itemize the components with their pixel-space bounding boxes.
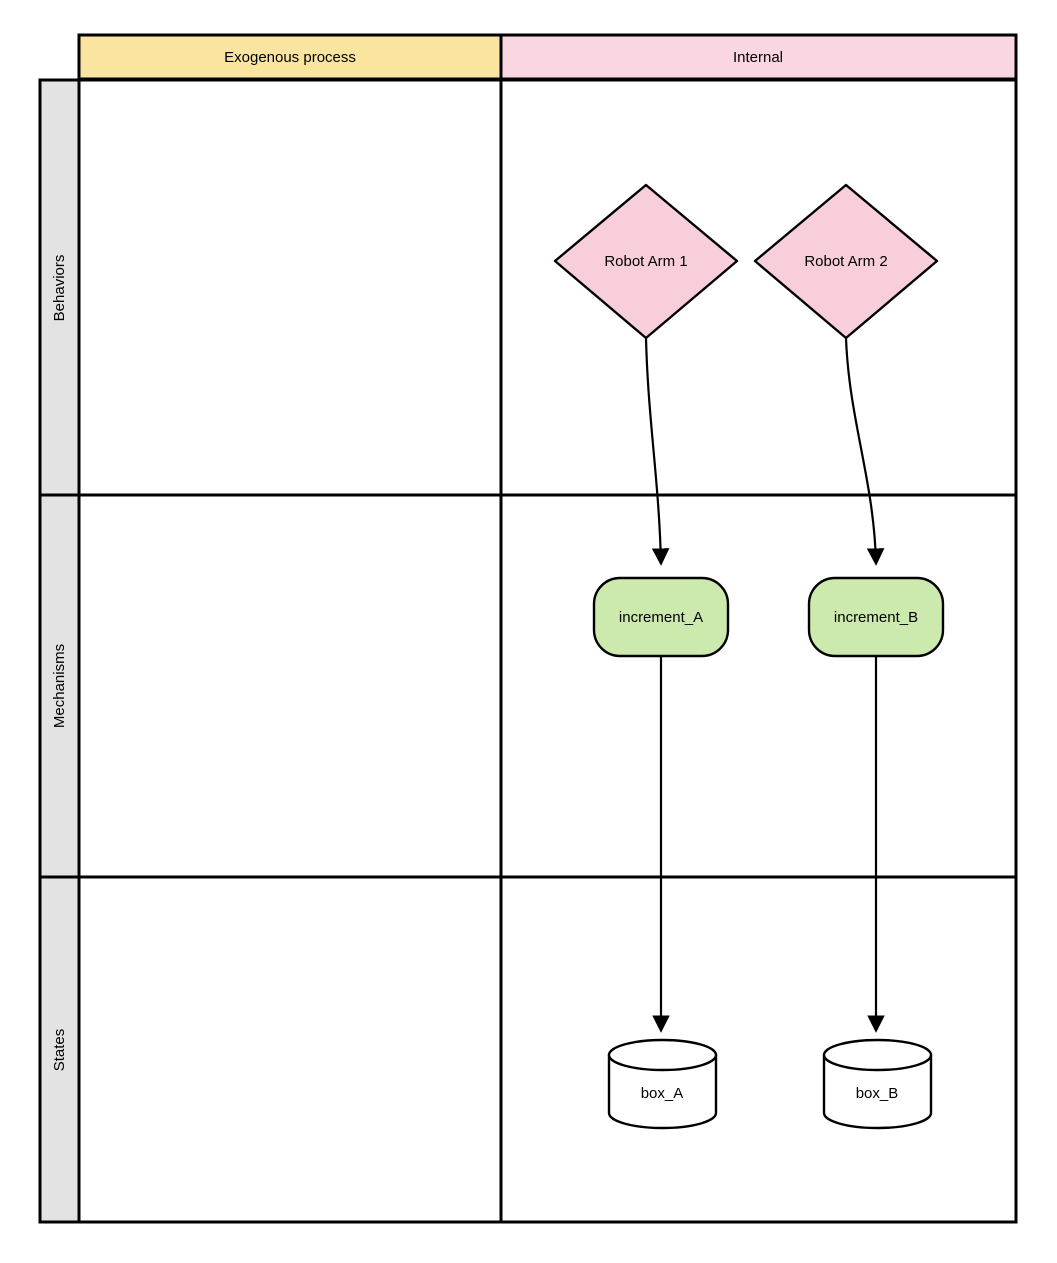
node-increment-b[interactable]: increment_B	[807, 576, 945, 658]
increment-a-rounded-rect-shape[interactable]	[592, 576, 730, 658]
node-box-a[interactable]: box_A	[607, 1038, 718, 1130]
cell-mechanisms-internal[interactable]	[501, 495, 1016, 877]
row-label-column: Behaviors Mechanisms States	[38, 78, 81, 1224]
increment-b-label: increment_B	[834, 609, 918, 626]
node-robot-arm-1[interactable]: Robot Arm 1	[553, 183, 739, 340]
row-label-behaviors-label: Behaviors	[51, 255, 68, 322]
robot-arm-2-label: Robot Arm 2	[804, 253, 887, 270]
lane-header-exogenous[interactable]	[77, 33, 503, 81]
robot-arm-1-diamond-shape[interactable]	[553, 183, 739, 340]
lane-header-row: Exogenous process Internal	[77, 33, 1018, 81]
increment-a-label: increment_A	[619, 609, 703, 626]
box-a-cylinder-body[interactable]	[607, 1053, 718, 1130]
row-label-mechanisms-label: Mechanisms	[51, 644, 68, 728]
box-a-cylinder-top[interactable]	[607, 1038, 718, 1072]
node-increment-a[interactable]: increment_A	[592, 576, 730, 658]
lane-header-internal-label: Internal	[733, 49, 783, 66]
robot-arm-1-label: Robot Arm 1	[604, 253, 687, 270]
row-label-states[interactable]	[38, 875, 81, 1224]
grid-outer-border	[77, 78, 1018, 1224]
cell-behaviors-exogenous[interactable]	[79, 80, 501, 495]
box-b-label: box_B	[856, 1085, 899, 1102]
lane-header-exogenous-label: Exogenous process	[224, 49, 356, 66]
edge-robot-arm-2-to-increment-b	[844, 337, 885, 566]
robot-arm-2-diamond-shape[interactable]	[753, 183, 939, 340]
connectors	[644, 337, 885, 1033]
node-robot-arm-2[interactable]: Robot Arm 2	[753, 183, 939, 340]
row-label-states-label: States	[51, 1029, 68, 1072]
increment-b-rounded-rect-shape[interactable]	[807, 576, 945, 658]
cell-mechanisms-exogenous[interactable]	[79, 495, 501, 877]
box-b-cylinder-top[interactable]	[822, 1038, 933, 1072]
cell-states-exogenous[interactable]	[79, 877, 501, 1222]
box-b-cylinder-body[interactable]	[822, 1053, 933, 1130]
cell-states-internal[interactable]	[501, 877, 1016, 1222]
cell-behaviors-internal[interactable]	[501, 80, 1016, 495]
node-box-b[interactable]: box_B	[822, 1038, 933, 1130]
grid-body	[77, 78, 1018, 1224]
box-a-label: box_A	[641, 1085, 684, 1102]
edge-robot-arm-1-to-increment-a	[644, 337, 670, 566]
